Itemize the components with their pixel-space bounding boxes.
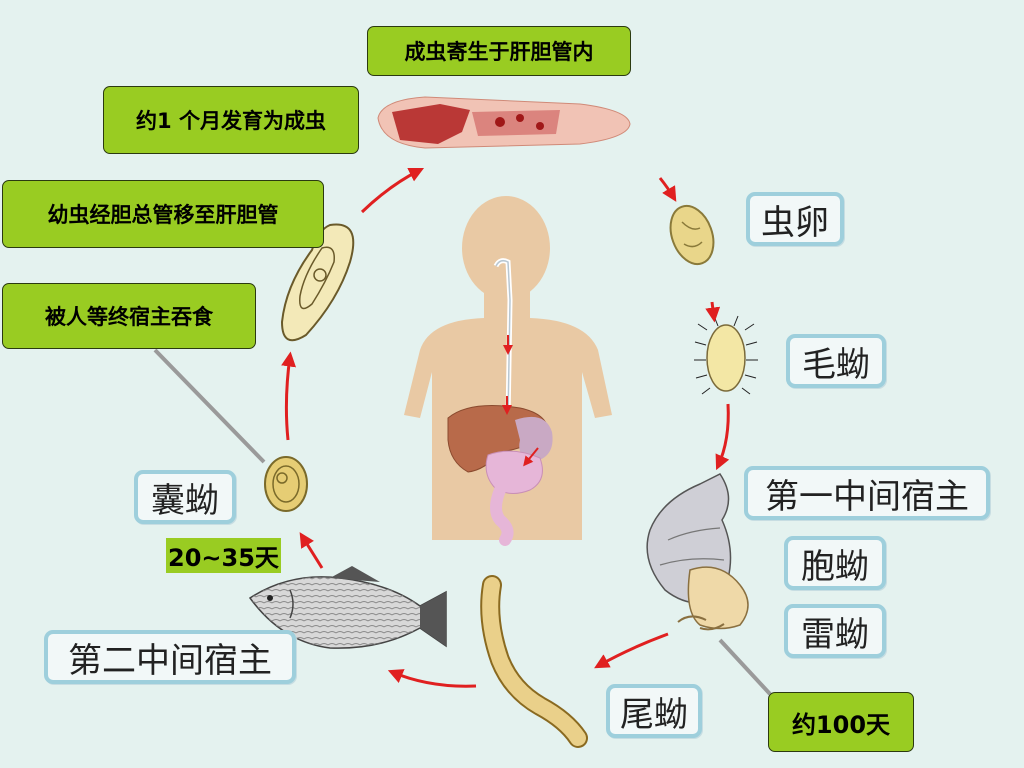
label-days-20-35: 20~35天 bbox=[166, 538, 281, 573]
egg-image bbox=[669, 204, 715, 266]
label-first-host: 第一中间宿主 bbox=[744, 466, 990, 520]
arrow-snail-to-cercaria bbox=[594, 632, 669, 669]
pointer-line-100-days bbox=[718, 638, 772, 696]
cercaria-image bbox=[480, 575, 588, 748]
body-arrow-3 bbox=[523, 447, 539, 467]
cycle-arrows bbox=[281, 167, 730, 688]
fish-image bbox=[248, 566, 447, 649]
arrow-to-adult bbox=[360, 167, 425, 214]
arrow-fish-to-metacercaria bbox=[299, 532, 324, 569]
arrow-cercaria-to-fish bbox=[387, 669, 477, 688]
arrow-to-miracidium bbox=[705, 301, 721, 323]
arrow-metacercaria-up bbox=[281, 351, 297, 441]
label-one-month: 约1 个月发育为成虫 bbox=[103, 86, 359, 154]
label-miracidium: 毛蚴 bbox=[786, 334, 886, 388]
metacercaria-image bbox=[264, 456, 308, 512]
miracidium-image bbox=[694, 315, 758, 395]
label-adult-location: 成虫寄生于肝胆管内 bbox=[367, 26, 631, 76]
arrow-adult-to-egg bbox=[658, 177, 677, 202]
label-egg: 虫卵 bbox=[746, 192, 844, 246]
label-cercaria: 尾蚴 bbox=[606, 684, 702, 738]
label-sporocyst: 胞蚴 bbox=[784, 536, 886, 590]
label-redia: 雷蚴 bbox=[784, 604, 886, 658]
pointer-line-eaten bbox=[153, 348, 266, 464]
label-metacercaria: 囊蚴 bbox=[134, 470, 236, 524]
adult-fluke-image bbox=[377, 96, 631, 149]
juvenile-fluke-image bbox=[280, 223, 355, 342]
label-days-100: 约100天 bbox=[768, 692, 914, 752]
label-eaten-by-host: 被人等终宿主吞食 bbox=[2, 283, 256, 349]
arrow-miracidium-to-snail bbox=[715, 403, 730, 471]
stomach bbox=[515, 416, 553, 462]
label-larva-migrate: 幼虫经胆总管移至肝胆管 bbox=[2, 180, 324, 248]
label-second-host: 第二中间宿主 bbox=[44, 630, 296, 684]
snail-image bbox=[646, 473, 749, 631]
